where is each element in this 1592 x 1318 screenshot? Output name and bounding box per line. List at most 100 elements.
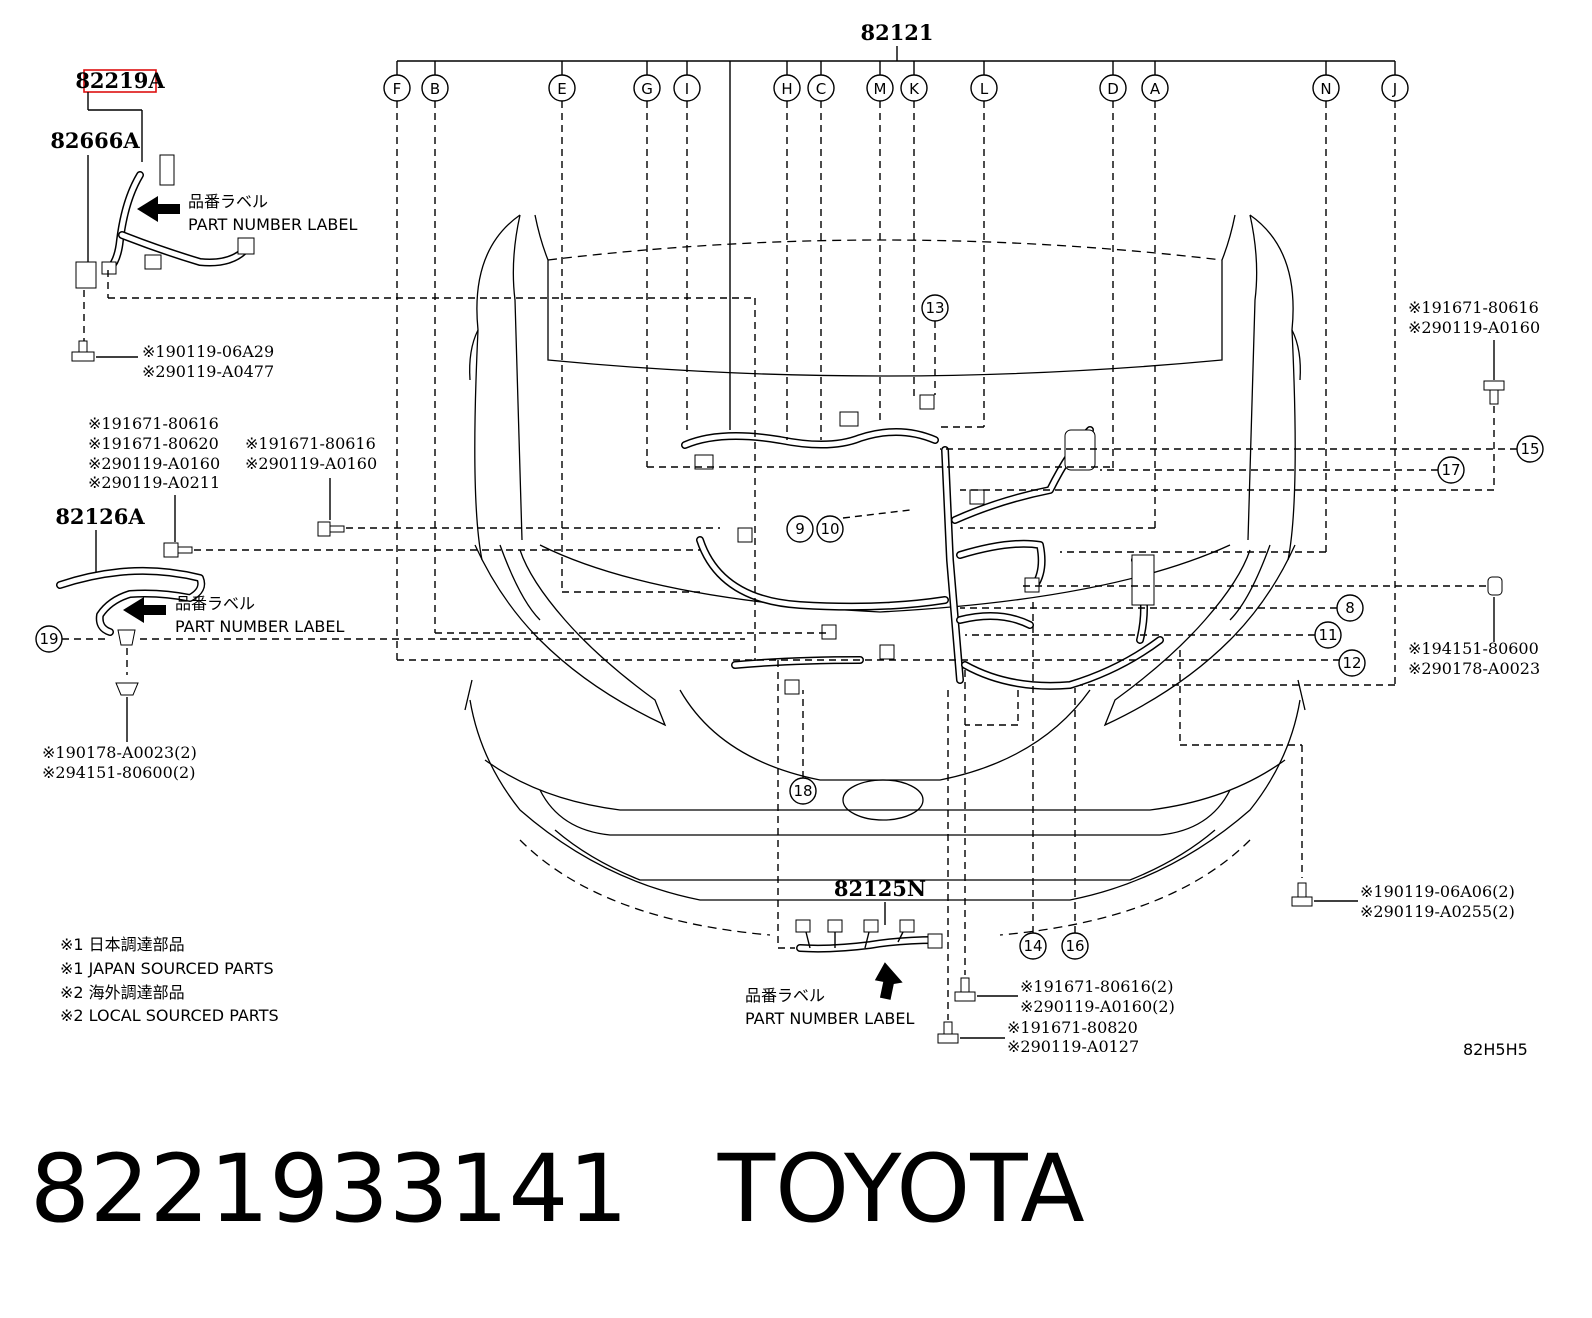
ref-center-b-1: ※191671-80820: [1007, 1018, 1138, 1037]
ref-top-left-1: ※190119-06A29: [142, 342, 274, 361]
center-callouts: 13 9 10 18 14 16 ※191671-80616(2) ※29011…: [786, 294, 1175, 1056]
clip-icon: [117, 629, 136, 646]
clip-icon: [115, 682, 139, 696]
car-outline: [464, 214, 1306, 936]
callout-18: 18: [793, 782, 812, 800]
connector-g-icon: [633, 74, 661, 102]
ref-left-a-3: ※290119-A0160: [88, 454, 220, 473]
letter-m: M: [874, 80, 887, 98]
letter-f: F: [393, 80, 402, 98]
letter-d: D: [1107, 80, 1119, 98]
connector-h-icon: [773, 74, 801, 102]
part-82121-label: 82121: [860, 20, 933, 45]
callout-14: 14: [1023, 937, 1042, 955]
ref-right-mid-2: ※290178-A0023: [1408, 659, 1540, 678]
connector-b-icon: [421, 74, 449, 102]
arrow-icon: [123, 597, 166, 623]
connector-d-icon: [1099, 74, 1127, 102]
right-fasteners: ※191671-80616 ※290119-A0160 15 17 ※19415…: [940, 298, 1544, 1059]
top-bracket: 82121: [397, 20, 1395, 430]
callout-19: 19: [39, 630, 58, 648]
nut-icon: [1487, 576, 1503, 596]
callout-11: 11: [1318, 626, 1337, 644]
ref-left-bottom-2: ※294151-80600(2): [42, 763, 195, 782]
ref-left-a-1: ※191671-80616: [88, 414, 219, 433]
part-number-label-jp: 品番ラベル: [188, 192, 268, 211]
connector-letters: F B E G I H C M K: [383, 61, 1409, 686]
letter-a: A: [1150, 80, 1161, 98]
callout-10-icon: [816, 515, 844, 543]
letter-i: I: [685, 80, 689, 98]
letter-n: N: [1320, 80, 1331, 98]
ref-right-bottom-2: ※290119-A0255(2): [1360, 902, 1515, 921]
ref-left-b-2: ※290119-A0160: [245, 454, 377, 473]
footer-brand: TOYOTA: [717, 1135, 1085, 1244]
engine-harness-82121: [681, 394, 1164, 695]
connector-m-icon: [866, 74, 894, 102]
footer-part-number: 8221933141: [30, 1135, 629, 1244]
connector-c-icon: [807, 74, 835, 102]
bolt-icon: [1291, 882, 1313, 907]
bolt-icon: [954, 977, 976, 1002]
ref-right-mid-1: ※194151-80600: [1408, 639, 1539, 658]
ref-left-a-2: ※191671-80620: [88, 434, 219, 453]
connector-e-icon: [548, 74, 576, 102]
letter-g: G: [641, 80, 653, 98]
ref-left-bottom-1: ※190178-A0023(2): [42, 743, 197, 762]
bolt-icon: [1483, 380, 1505, 405]
connector-l-icon: [970, 74, 998, 102]
callout-13: 13: [925, 299, 944, 317]
callout-15: 15: [1520, 440, 1539, 458]
connector-k-icon: [900, 74, 928, 102]
part-number-label-jp: 品番ラベル: [745, 986, 825, 1005]
sub-harness-82126a: ※191671-80616 ※191671-80620 ※290119-A016…: [35, 414, 745, 782]
part-number-label-jp: 品番ラベル: [175, 594, 255, 613]
letter-b: B: [430, 80, 440, 98]
ref-center-b-2: ※290119-A0127: [1007, 1037, 1139, 1056]
callout-9: 9: [795, 520, 805, 538]
connector-n-icon: [1312, 74, 1340, 102]
legend: ※1 日本調達部品 ※1 JAPAN SOURCED PARTS ※2 海外調達…: [60, 935, 279, 1025]
highlight-box: [83, 69, 157, 93]
part-82666a-label: 82666A: [50, 128, 140, 153]
connector-j-icon: [1381, 74, 1409, 102]
connector-a-icon: [1141, 74, 1169, 102]
letter-j: J: [1392, 80, 1397, 98]
footer-title: 8221933141 TOYOTA: [30, 1135, 1085, 1245]
ref-right-bottom-1: ※190119-06A06(2): [1360, 882, 1515, 901]
bolt-icon: [937, 1021, 959, 1044]
ref-right-top-1: ※191671-80616: [1408, 298, 1539, 317]
ref-left-b-1: ※191671-80616: [245, 434, 376, 453]
sub-harness-82125n: 82125N 品番ラベル PART NUMBER LABEL: [745, 660, 943, 1028]
ref-top-left-2: ※290119-A0477: [142, 362, 274, 381]
sub-harness-82219a: 82219A 82666A 品番ラベル PART NUMBER LABEL ※1…: [50, 68, 756, 660]
legend-line-4: ※2 LOCAL SOURCED PARTS: [60, 1006, 279, 1025]
callout-10: 10: [820, 520, 839, 538]
ref-center-a-2: ※290119-A0160(2): [1020, 997, 1175, 1016]
bolt-icon: [317, 521, 345, 537]
ref-left-a-4: ※290119-A0211: [88, 473, 220, 492]
letter-k: K: [909, 80, 920, 98]
connector-i-icon: [673, 74, 701, 102]
ref-right-top-2: ※290119-A0160: [1408, 318, 1540, 337]
ref-center-a-1: ※191671-80616(2): [1020, 977, 1173, 996]
connector-f-icon: [383, 74, 411, 102]
part-82219a-label: 82219A: [75, 68, 165, 93]
callout-12-icon: [1338, 649, 1366, 677]
letter-e: E: [557, 80, 566, 98]
callout-9-icon: [786, 515, 814, 543]
legend-line-1: ※1 日本調達部品: [60, 935, 185, 954]
part-number-label-en: PART NUMBER LABEL: [745, 1009, 914, 1028]
diagram-code: 82H5H5: [1463, 1040, 1528, 1059]
arrow-icon: [137, 196, 180, 222]
letter-l: L: [980, 80, 989, 98]
arrow-icon: [874, 962, 903, 1000]
bolt-icon: [163, 542, 193, 558]
bolt-icon: [71, 340, 95, 362]
callout-8: 8: [1345, 599, 1355, 617]
footer-spacer: [628, 1135, 718, 1244]
callout-16: 16: [1065, 937, 1084, 955]
part-number-label-en: PART NUMBER LABEL: [188, 215, 357, 234]
legend-line-2: ※1 JAPAN SOURCED PARTS: [60, 959, 274, 978]
